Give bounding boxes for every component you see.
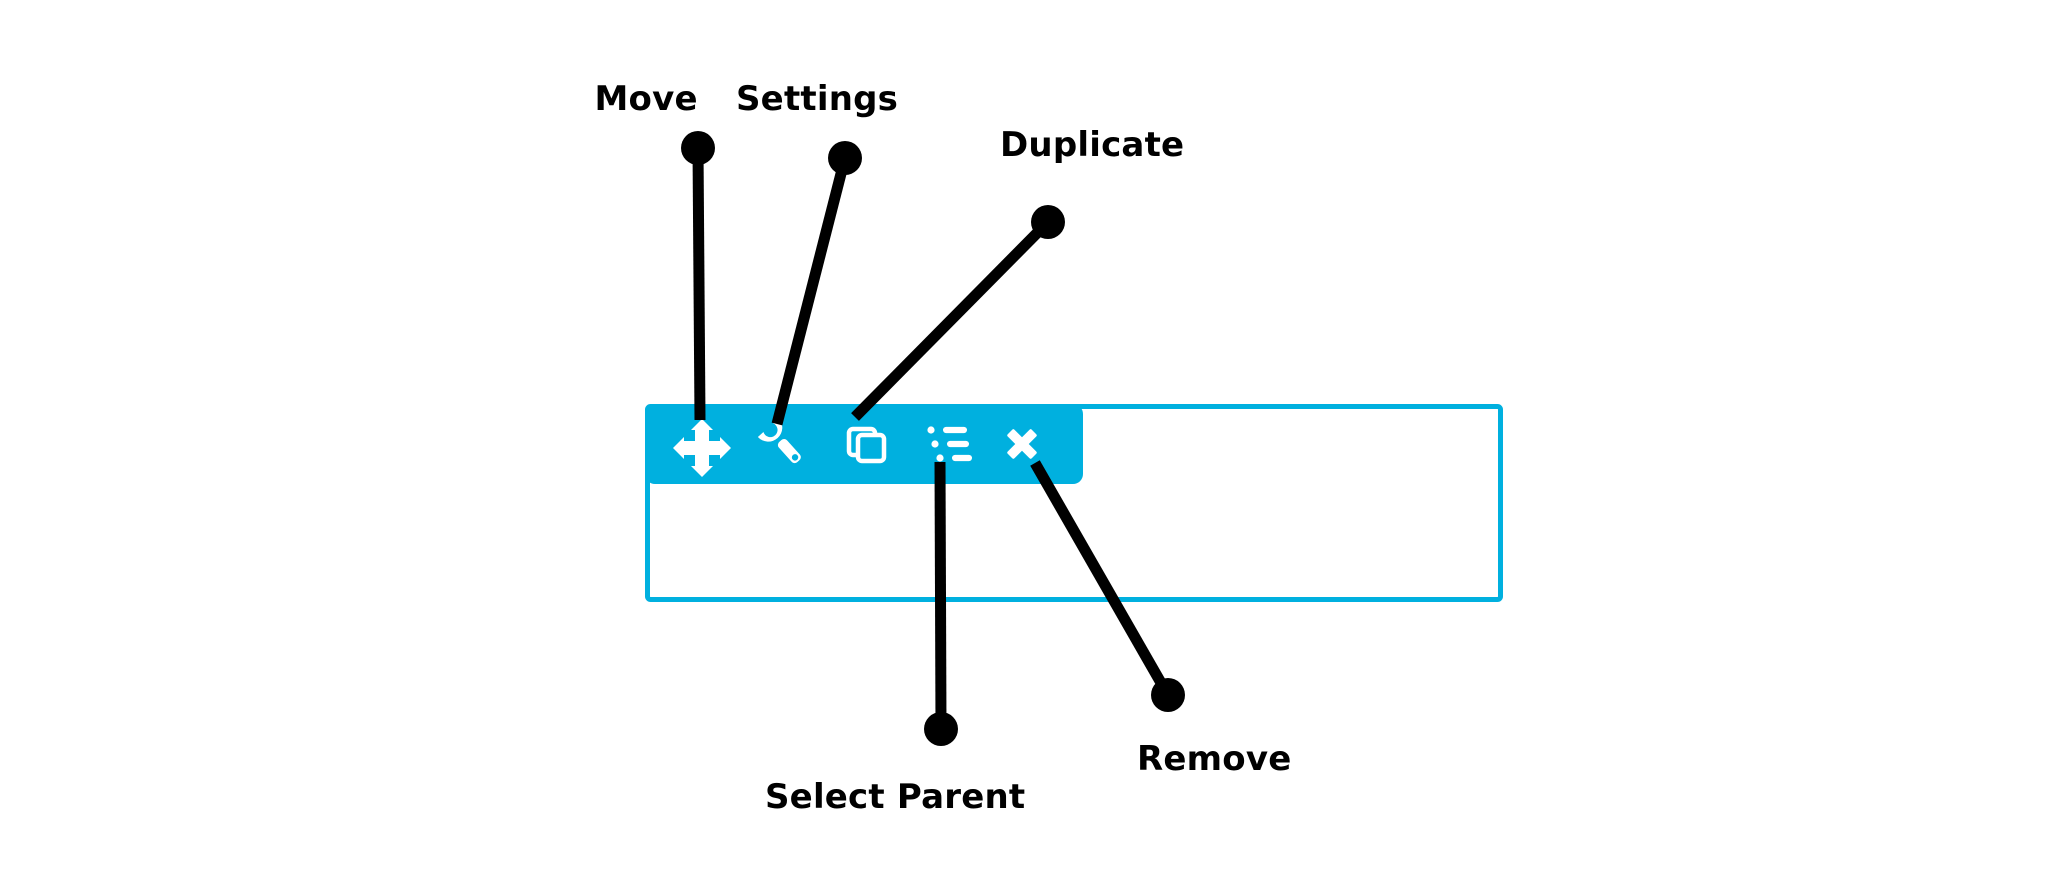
toolbar-button-move[interactable]: Move: [664, 404, 740, 484]
callout-label-settings: Settings: [736, 79, 899, 119]
callout-dot-settings: [828, 141, 862, 175]
callout-move: [681, 131, 715, 421]
toolbar-button-remove[interactable]: Remove: [984, 404, 1060, 484]
callout-duplicate: [851, 205, 1065, 421]
callout-dot-duplicate: [1031, 205, 1065, 239]
wrench-icon[interactable]: [757, 418, 809, 470]
callout-dot-move: [681, 131, 715, 165]
callout-dot-select-parent: [924, 712, 958, 746]
move-arrows-icon[interactable]: [673, 419, 731, 477]
callout-leader-line-select-parent: [934, 461, 947, 730]
callout-label-remove: Remove: [1137, 739, 1292, 779]
callout-dot-remove: [1151, 678, 1185, 712]
callout-label-select-parent: Select Parent: [765, 777, 1026, 817]
indented-list-icon[interactable]: [927, 426, 972, 462]
toolbar-button-settings[interactable]: Settings: [745, 404, 821, 484]
toolbar-button-select-parent[interactable]: Select Parent: [909, 404, 985, 484]
callout-leader-line-duplicate: [851, 218, 1052, 421]
callout-label-move: Move: [594, 79, 698, 119]
callout-leader-line-remove: [1030, 460, 1173, 698]
callout-label-duplicate: Duplicate: [1000, 125, 1185, 165]
callout-leader-line-move: [692, 147, 706, 421]
callout-leader-line-settings: [771, 156, 851, 426]
callout-settings: [771, 141, 862, 426]
toolbar-button-duplicate[interactable]: Duplicate: [828, 404, 904, 484]
close-x-icon[interactable]: [998, 420, 1046, 468]
callout-select-parent: [924, 461, 958, 746]
copy-squares-icon[interactable]: [846, 426, 887, 464]
callout-remove: [1030, 460, 1185, 712]
